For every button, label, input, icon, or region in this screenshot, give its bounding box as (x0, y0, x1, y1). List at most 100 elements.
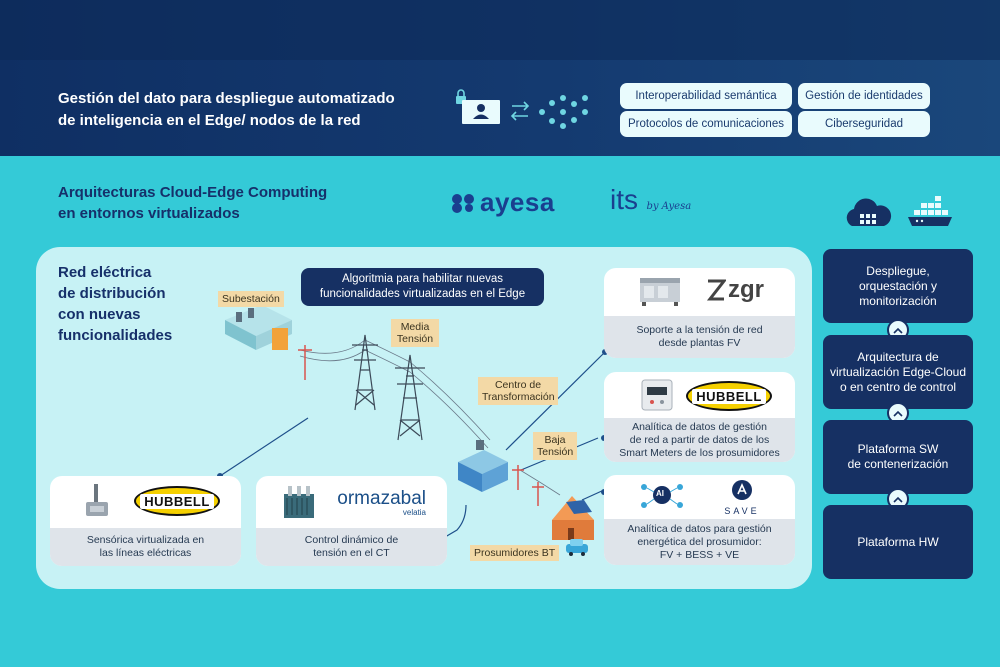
card-ormazabal: ormazabal velatia Control dinámico de te… (256, 476, 447, 566)
header-title: Gestión del dato para despliegue automat… (58, 88, 458, 132)
ormazabal-logo: ormazabal velatia (334, 488, 426, 517)
pill-ciberseguridad: Ciberseguridad (798, 111, 930, 137)
card-sensor-caption-line-2: las líneas eléctricas (99, 547, 192, 559)
header-icon-group (456, 89, 588, 129)
stack-plataforma-sw-line-2: de contenerización (847, 457, 949, 471)
zgr-logo-text: zgr (728, 276, 764, 303)
card-ormazabal-caption: Control dinámico de tensión en el CT (256, 528, 447, 566)
algoritmia-line-1: Algoritmia para habilitar nuevas (341, 273, 504, 285)
tag-media-line-2: Tensión (396, 333, 434, 345)
substation-icon (225, 305, 292, 350)
card-smart-meters-caption: Analítica de datos de gestión de red a p… (604, 418, 795, 462)
pill-interoperabilidad: Interoperabilidad semántica (620, 83, 792, 109)
tag-baja-line-1: Baja (544, 434, 566, 446)
transformer-building-icon (458, 440, 508, 492)
header-band (0, 0, 1000, 156)
arrows-icon (510, 101, 530, 121)
card-save: AI SAVE Analítica de datos para gestión … (604, 475, 795, 565)
header-title-line-1: Gestión del dato para despliegue automat… (58, 90, 395, 107)
card-smart-meters-caption-line-3: Smart Meters de los prosumidores (619, 446, 780, 459)
panel-title: Red eléctrica de distribución con nuevas… (58, 262, 172, 346)
card-save-caption-line-2: energética del prosumidor: (637, 535, 762, 548)
pole-icon (298, 345, 544, 506)
save-logo-text: SAVE (724, 506, 760, 516)
ayesa-logo: ayesa (450, 187, 555, 218)
stack-plataforma-hw: Plataforma HW (823, 505, 973, 579)
ev-car-icon (566, 539, 588, 556)
panel-title-line-1: Red eléctrica (58, 264, 152, 281)
ai-icon (641, 484, 683, 508)
connector-lines (219, 351, 606, 541)
zgr-logo: zgr (706, 276, 764, 304)
panel-title-line-4: funcionalidades (58, 327, 173, 344)
its-logo-text: its (610, 184, 638, 215)
card-zgr-caption: Soporte a la tensión de red desde planta… (604, 316, 795, 358)
tag-ct-line-2: Transformación (482, 391, 555, 403)
section-subtitle: Arquitecturas Cloud-Edge Computing en en… (58, 182, 327, 224)
algoritmia-line-2: funcionalidades virtualizadas en el Edge (319, 288, 526, 300)
hubbell-logo-text: HUBBELL (140, 493, 214, 509)
section-subtitle-line-1: Arquitecturas Cloud-Edge Computing (58, 184, 328, 201)
card-smart-meters-caption-line-1: Analítica de datos de gestión (632, 420, 767, 433)
panel-title-line-3: con nuevas (58, 306, 141, 323)
section-subtitle-line-2: en entornos virtualizados (58, 205, 240, 222)
card-zgr-caption-line-1: Soporte a la tensión de red (636, 324, 763, 336)
card-smart-meters-caption-line-2: de red a partir de datos de los (629, 433, 770, 446)
card-save-caption: Analítica de datos para gestión energéti… (604, 519, 795, 565)
stack-despliegue-line-3: monitorización (859, 293, 937, 308)
transformer-icon (284, 486, 314, 518)
user-screen-icon (462, 100, 500, 124)
tag-prosumidores: Prosumidores BT (470, 545, 560, 561)
card-ormazabal-caption-line-1: Control dinámico de (304, 534, 399, 546)
stack-despliegue-line-1: Despliegue, (866, 263, 930, 278)
card-zgr: zgr Soporte a la tensión de red desde pl… (604, 268, 795, 358)
cloud-icon (846, 198, 892, 226)
its-logo: its by Ayesa (610, 184, 691, 216)
stack-plataforma-hw-line-1: Plataforma HW (857, 534, 939, 549)
header-title-line-2: de inteligencia en el Edge/ nodos de la … (58, 112, 361, 129)
card-sensor: HUBBELL Sensórica virtualizada en las lí… (50, 476, 241, 566)
zgr-logo-mark (706, 279, 726, 301)
network-nodes-icon (539, 95, 588, 129)
card-save-caption-line-3: FV + BESS + VE (659, 548, 740, 561)
save-logo-mark (732, 480, 752, 500)
smart-meter-icon (641, 379, 673, 411)
ormazabal-logo-sub: velatia (402, 508, 426, 517)
tag-centro-transformacion: Centro de Transformación (478, 377, 558, 405)
pill-identidades: Gestión de identidades (798, 83, 930, 109)
hubbell-logo-text: HUBBELL (692, 388, 766, 404)
house-solar-icon (552, 496, 594, 540)
save-logo: SAVE (722, 479, 762, 516)
sensor-icon (86, 484, 108, 516)
pill-protocolos: Protocolos de comunicaciones (620, 111, 792, 137)
stack-despliegue-line-2: orquestación y (858, 278, 938, 293)
card-smart-meters: HUBBELL Analítica de datos de gestión de… (604, 372, 795, 462)
stack-plataforma-sw-line-1: Plataforma SW (857, 442, 939, 456)
ormazabal-logo-text: ormazabal (337, 488, 426, 509)
hubbell-logo: HUBBELL (134, 486, 220, 516)
transmission-tower-icon (352, 334, 378, 411)
hubbell-logo: HUBBELL (686, 381, 772, 411)
card-sensor-caption-line-1: Sensórica virtualizada en (86, 534, 205, 546)
tag-media-line-1: Media (400, 321, 430, 333)
card-save-caption-line-1: Analítica de datos para gestión (627, 522, 772, 535)
container-ship-icon (908, 196, 952, 226)
header-top-shade (0, 0, 1000, 60)
transmission-tower-icon (395, 354, 425, 441)
stack-arquitectura-line-2: virtualización Edge-Cloud (829, 364, 967, 379)
stack-plataforma-sw: Plataforma SW de contenerización (823, 420, 973, 494)
tag-baja-line-2: Tensión (537, 446, 574, 458)
card-zgr-caption-line-2: desde plantas FV (658, 337, 741, 349)
its-logo-script: by Ayesa (646, 201, 692, 212)
tag-media-tension: Media Tensión (391, 319, 439, 347)
stack-despliegue: Despliegue, orquestación y monitorizació… (823, 249, 973, 323)
stack-arquitectura-line-3: o en centro de control (839, 379, 957, 394)
ayesa-logo-text: ayesa (480, 187, 555, 217)
stack-arquitectura-line-1: Arquitectura de (857, 349, 939, 364)
tag-subestacion: Subestación (218, 291, 284, 307)
ayesa-logo-mark (452, 193, 474, 213)
power-lines (299, 339, 561, 496)
inverter-icon (640, 278, 680, 306)
ai-label: AI (656, 489, 664, 498)
